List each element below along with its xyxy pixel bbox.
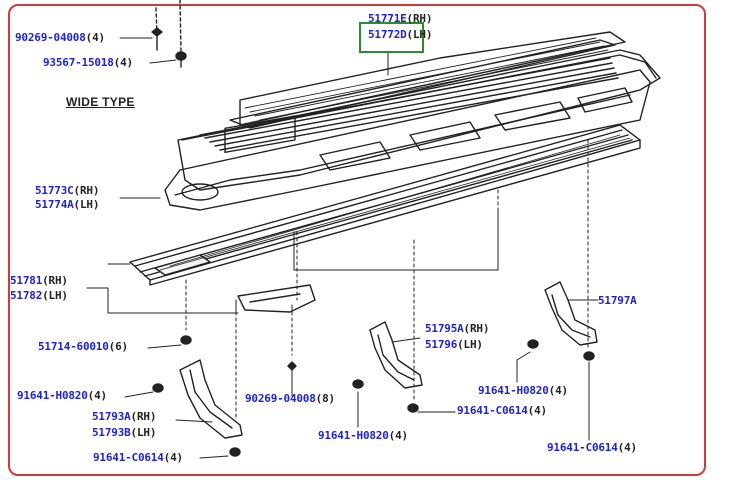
label-91641-c0614-right[interactable]: 91641-C0614(4) (547, 441, 637, 454)
label-51796[interactable]: 51796(LH) (425, 338, 483, 351)
label-51781[interactable]: 51781(RH) (10, 274, 68, 287)
fastener-bolts (152, 335, 595, 457)
label-90269-04008-top[interactable]: 90269-04008(4) (15, 31, 105, 44)
label-51774a[interactable]: 51774A(LH) (35, 198, 100, 211)
label-93567-15018[interactable]: 93567-15018(4) (43, 56, 133, 69)
label-91641-c0614-mid[interactable]: 91641-C0614(4) (457, 404, 547, 417)
nut-top-1 (175, 0, 187, 68)
bolt-top-1 (151, 7, 163, 51)
label-91641-c0614-left[interactable]: 91641-C0614(4) (93, 451, 183, 464)
label-51782[interactable]: 51782(LH) (10, 289, 68, 302)
label-51771e[interactable]: 51771E(RH) (368, 12, 433, 25)
wide-type-title: WIDE TYPE (66, 95, 135, 109)
step-board (177, 49, 661, 191)
label-51793b[interactable]: 51793B(LH) (92, 426, 157, 439)
label-91641-h0820-mid[interactable]: 91641-H0820(4) (318, 429, 408, 442)
diagram-frame (8, 4, 706, 476)
mount-plate (237, 284, 316, 313)
label-91641-h0820-right[interactable]: 91641-H0820(4) (478, 384, 568, 397)
bracket-left (179, 359, 243, 439)
label-51797a[interactable]: 51797A (598, 294, 637, 307)
label-51795a[interactable]: 51795A(RH) (425, 322, 490, 335)
label-51793a[interactable]: 51793A(RH) (92, 410, 157, 423)
step-board-body (164, 69, 651, 211)
label-91641-h0820-left[interactable]: 91641-H0820(4) (17, 389, 107, 402)
label-51772d[interactable]: 51772D(LH) (368, 28, 433, 41)
highlight-box (359, 22, 424, 53)
label-51714-60010[interactable]: 51714-60010(6) (38, 340, 128, 353)
label-90269-04008-mid[interactable]: 90269-04008(8) (245, 392, 335, 405)
bracket-middle (369, 321, 423, 389)
bracket-right (544, 281, 598, 346)
label-51773c[interactable]: 51773C(RH) (35, 184, 100, 197)
